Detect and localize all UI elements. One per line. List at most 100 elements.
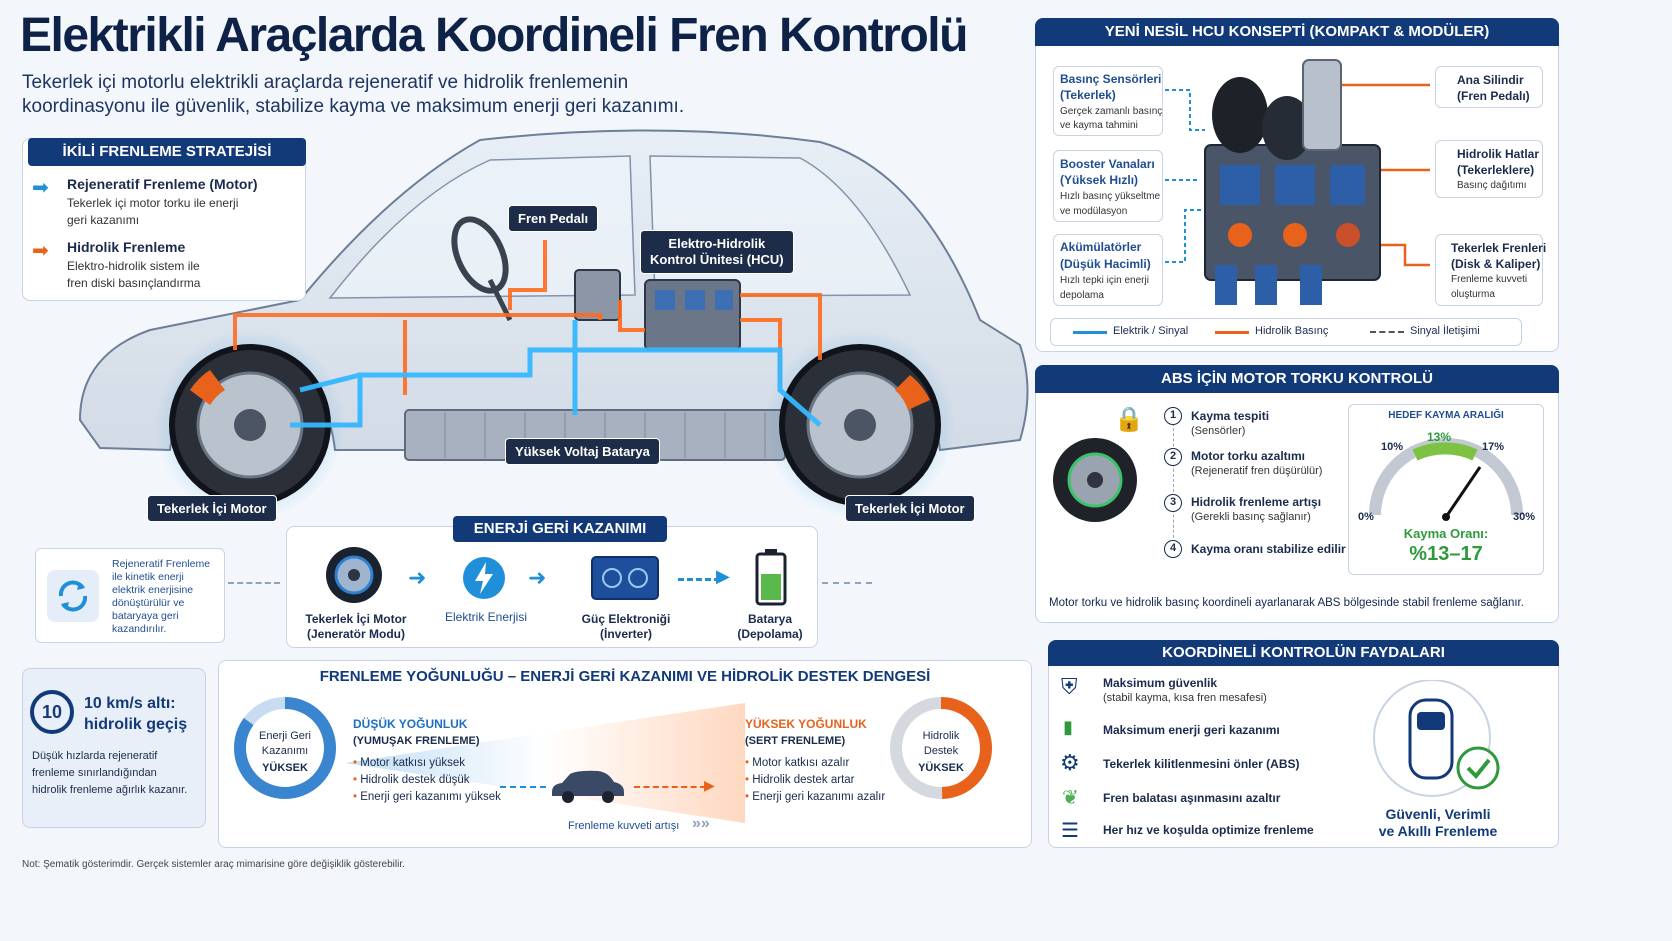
benefit-2: Maksimum enerji geri kazanımı <box>1103 723 1280 737</box>
shield-icon: ⛨ <box>1061 674 1078 699</box>
brake-pedal-tag: Fren Pedalı <box>508 205 599 232</box>
gauge-tick-30: 30% <box>1513 511 1536 523</box>
energy-side-5: bataryaya geri <box>112 610 179 622</box>
booster-valves-box <box>1053 150 1163 222</box>
intensity-dash-right <box>634 786 706 788</box>
safe-car-badge-icon <box>1373 680 1500 797</box>
hcu-tag-line1: Elektro-Hidrolik <box>668 236 766 251</box>
motor-left-tag: Tekerlek İçi Motor <box>147 495 277 522</box>
badge-line-2: ve Akıllı Frenleme <box>1378 823 1498 839</box>
energy-return-connector <box>822 582 872 584</box>
benefit-3: Tekerlek kilitlenmesini önler (ABS) <box>1103 757 1300 771</box>
high-item-2: • Hidrolik destek artar <box>745 774 855 786</box>
wheel-brakes-box <box>1435 234 1543 306</box>
master-cylinder-title-1: Ana Silindir <box>1457 73 1524 87</box>
gauge-label: Kayma Oranı: <box>1403 526 1489 541</box>
high-intensity-title: YÜKSEK YOĞUNLUK <box>745 717 867 731</box>
car-illustration <box>78 129 1029 520</box>
strategy-header: İKİLİ FRENLEME STRATEJİSİ <box>28 138 306 166</box>
accumulators-title-2: (Düşük Hacimli) <box>1060 257 1151 271</box>
car-icon <box>552 770 624 803</box>
gauge-needle <box>1444 466 1482 518</box>
step-4-title: Kayma oranı stabilize edilir <box>1191 542 1346 556</box>
subtitle-line-1: Tekerlek içi motorlu elektrikli araçlard… <box>22 72 629 93</box>
intensity-header: FRENLEME YOĞUNLUĞU – ENERJİ GERİ KAZANIM… <box>319 668 931 685</box>
gauge-tick-0: 0% <box>1358 511 1374 523</box>
wheel-brakes-title-2: (Disk & Kaliper) <box>1451 257 1541 271</box>
legend-signal-label: Sinyal İletişimi <box>1410 325 1480 337</box>
master-cylinder-box <box>1435 66 1543 108</box>
abs-steps-line <box>1173 418 1174 548</box>
abs-header: ABS İÇİN MOTOR TORKU KONTROLÜ <box>1035 365 1559 393</box>
booster-valves-desc-1: Hızlı basınç yükseltme <box>1060 191 1161 202</box>
legend-signal-line <box>1370 331 1404 333</box>
intensity-dash-left <box>500 786 546 788</box>
step-4-badge: 4 <box>1164 540 1182 558</box>
energy-side-3: elektrik enerjisine <box>112 584 194 596</box>
abs-wheel-icon <box>1053 438 1137 522</box>
brake-force-label: Frenleme kuvveti artışı <box>568 820 680 832</box>
inverter-icon <box>591 556 659 600</box>
low-intensity-sub: (YUMUŞAK FRENLEME) <box>353 735 480 747</box>
pressure-sensors-title-1: Basınç Sensörleri <box>1060 72 1162 86</box>
low-item-2: • Hidrolik destek düşük <box>353 774 470 786</box>
booster-valves-title-2: (Yüksek Hızlı) <box>1060 173 1139 187</box>
benefits-header: KOORDİNELİ KONTROLÜN FAYDALARI <box>1048 640 1559 666</box>
benefit-1: Maksimum güvenlik <box>1103 676 1218 690</box>
hcu-legend <box>1050 318 1522 346</box>
pressure-sensors-desc-1: Gerçek zamanlı basınç <box>1060 106 1163 117</box>
hydraulic-donut-line3: YÜKSEK <box>918 762 964 774</box>
step-2-title: Motor torku azaltımı <box>1191 449 1306 463</box>
step-3-desc: (Gerekli basınç sağlanır) <box>1191 511 1311 523</box>
high-item-3: • Enerji geri kazanımı azalır <box>745 791 886 803</box>
wheel-brakes-desc-1: Frenleme kuvveti <box>1451 274 1528 285</box>
hydraulic-donut-line1: Hidrolik <box>922 730 960 742</box>
speed-desc-3: hidrolik frenleme ağırlık kazanır. <box>32 784 188 796</box>
energy-dashed-connector <box>228 582 280 584</box>
battery-icon <box>755 549 787 606</box>
benefit-5: Her hız ve koşulda optimize frenleme <box>1103 823 1314 837</box>
energy-step1-line1: Tekerlek İçi Motor <box>305 612 407 626</box>
master-cylinder-title-2: (Fren Pedalı) <box>1457 89 1530 103</box>
gauge-tick-17: 17% <box>1482 441 1505 453</box>
legend-electric-line <box>1073 331 1107 334</box>
step-3-badge: 3 <box>1164 494 1182 512</box>
energy-step2: Elektrik Enerjisi <box>444 610 528 624</box>
low-item-3: • Enerji geri kazanımı yüksek <box>353 791 501 803</box>
hcu-tag-line2: Kontrol Ünitesi (HCU) <box>650 252 784 267</box>
booster-valves-title-1: Booster Vanaları <box>1060 157 1155 171</box>
lightning-icon <box>463 557 505 599</box>
intensity-arrow-head: ▶ <box>704 777 715 793</box>
step-3-title: Hidrolik frenleme artışı <box>1191 495 1322 509</box>
energy-step3-line2: (İnverter) <box>599 627 652 641</box>
energy-step3-line1: Güç Elektroniği <box>581 612 671 626</box>
wheel-brakes-title-1: Tekerlek Frenleri <box>1451 241 1547 255</box>
abs-wheel-benefit-icon: ⚙ <box>1060 750 1080 775</box>
accumulators-desc-2: depolama <box>1060 290 1104 301</box>
energy-side-1: Rejeneratif Frenleme <box>112 558 211 570</box>
hydraulic-donut <box>890 697 992 799</box>
benefit-4: Fren balatası aşınmasını azaltır <box>1103 791 1281 805</box>
hydraulic-lines-desc: Basınç dağıtımı <box>1457 180 1527 191</box>
energy-donut-line1: Enerji Geri <box>259 730 311 742</box>
accumulators-title-1: Akümülatörler <box>1060 240 1142 254</box>
energy-step4-line1: Batarya <box>747 612 793 626</box>
energy-header: ENERJİ GERİ KAZANIMI <box>453 516 667 542</box>
energy-step4-line2: (Depolama) <box>737 627 803 641</box>
energy-side-2: ile kinetik enerji <box>112 571 184 583</box>
regen-arrow-icon: ➡ <box>32 177 49 199</box>
hydraulic-lines-title-1: Hidrolik Hatlar <box>1457 147 1540 161</box>
step-2-desc: (Rejeneratif fren düşürülür) <box>1191 465 1323 477</box>
low-item-1: • Motor katkısı yüksek <box>353 757 466 769</box>
booster-valves-desc-2: ve modülasyon <box>1060 206 1128 217</box>
energy-donut-line3: YÜKSEK <box>262 762 308 774</box>
leaf-icon: ❦ <box>1062 787 1079 809</box>
legend-hydraulic-line <box>1215 331 1249 334</box>
arrow-icon-2: ➜ <box>528 565 547 590</box>
hydraulic-desc-2: fren diski basınçlandırma <box>67 276 201 290</box>
gauge-tick-10: 10% <box>1381 441 1404 453</box>
accumulators-desc-1: Hızlı tepki için enerji <box>1060 275 1149 286</box>
chevrons-icon: »» <box>692 815 710 832</box>
hydraulic-arrow-icon: ➡ <box>32 240 49 262</box>
battery-tag: Yüksek Voltaj Batarya <box>505 438 660 465</box>
